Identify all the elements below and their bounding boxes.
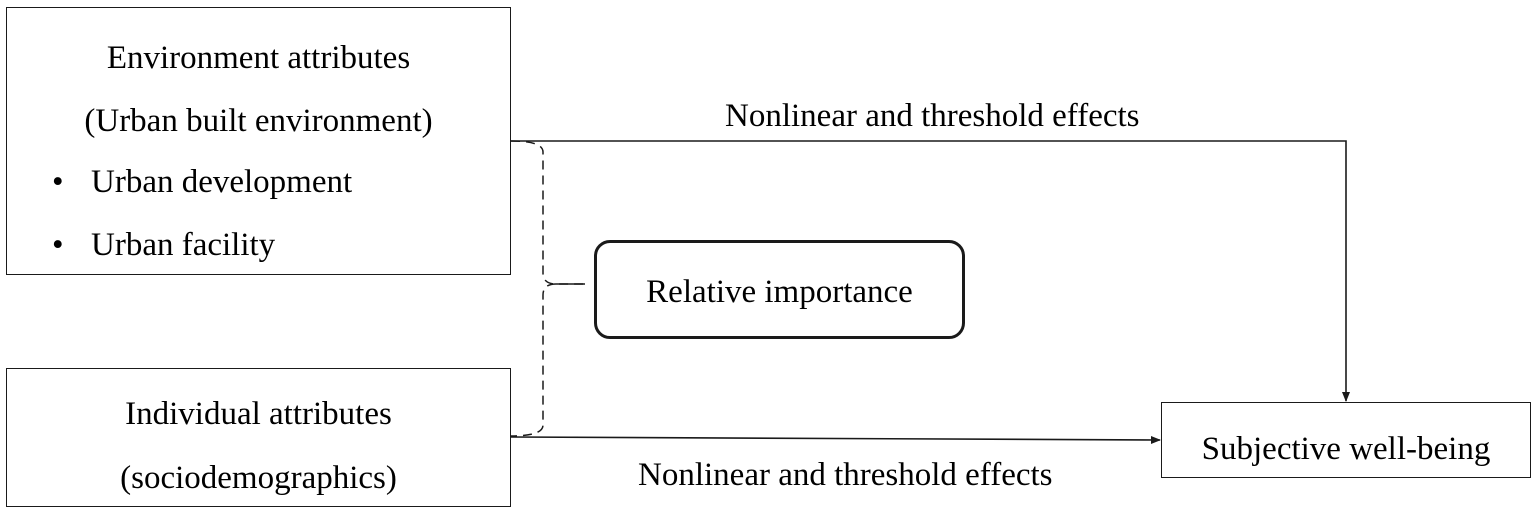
subjective-well-being-box: Subjective well-being [1161,402,1531,478]
relative-importance-label: Relative importance [646,274,913,310]
individual-subtitle: (sociodemographics) [120,460,397,496]
subjective-well-being-label: Subjective well-being [1201,431,1491,467]
environment-item-urban-development: Urban development [91,164,353,200]
grouping-brace [510,140,585,437]
environment-attributes-box: Environment attributes (Urban built envi… [6,7,511,275]
ind-to-swb-arrow [510,435,1161,444]
bullet-1: • [52,164,64,200]
environment-subtitle: (Urban built environment) [84,103,433,139]
env-to-swb-arrow [511,140,1350,402]
individual-title: Individual attributes [125,396,392,432]
environment-title: Environment attributes [106,40,411,76]
bullet-2: • [52,227,64,263]
environment-item-urban-facility: Urban facility [91,227,276,263]
individual-attributes-box: Individual attributes (sociodemographics… [6,368,511,507]
bottom-edge-label: Nonlinear and threshold effects [638,457,1053,493]
relative-importance-box: Relative importance [594,240,965,339]
top-edge-label: Nonlinear and threshold effects [725,98,1140,134]
